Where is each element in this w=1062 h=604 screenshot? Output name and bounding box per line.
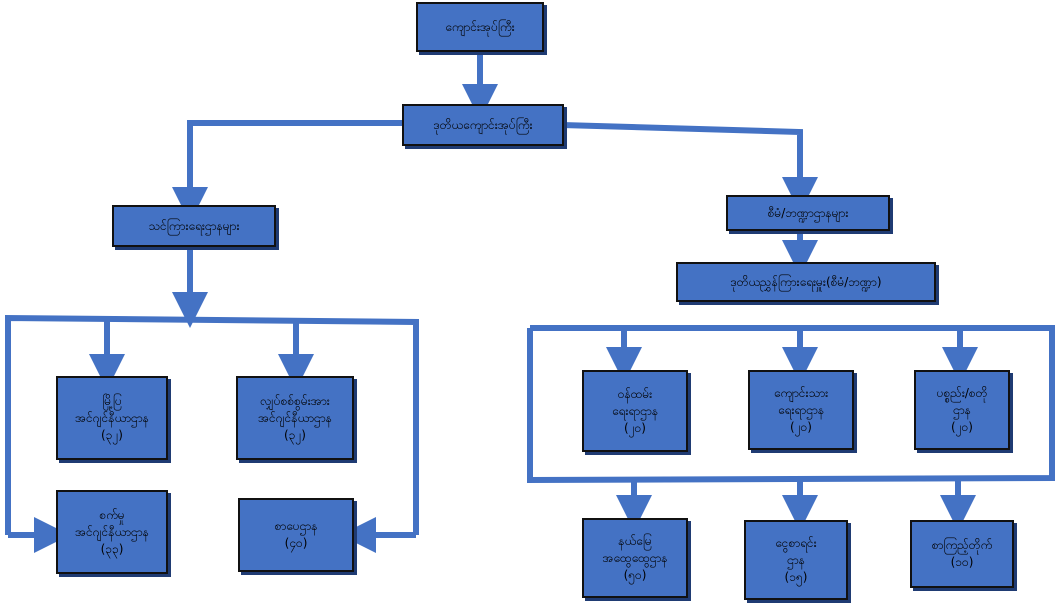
node-academic-departments: သင်ကြားရေးဌာနများ bbox=[112, 205, 276, 247]
node-deputy-principal: ဒုတိယကျောင်းအုပ်ကြီး bbox=[402, 104, 564, 146]
node-deputy-director-admin-label: ဒုတိယညွှန်ကြားရေးမှူး(စီမံ/ဘဏ္ဍာ) bbox=[730, 274, 882, 289]
arrow-deputy-to-academic bbox=[172, 120, 404, 223]
node-civil-engineering-label: မြို့ပြ အင်ဂျင်နီယာဌာန (၃၂) bbox=[75, 393, 149, 442]
node-accounts-department: ငွေစာရင်း ဌာန (၁၅) bbox=[744, 520, 848, 600]
node-student-affairs: ကျောင်းသား ရေးရာဌာန (၂၀) bbox=[748, 370, 854, 450]
node-library: စာကြည့်တိုက် (၁၀) bbox=[910, 520, 1014, 588]
node-land-general-department-label: နယ်မြေ အထွေထွေဌာန (၅၀) bbox=[602, 533, 668, 582]
node-civil-engineering: မြို့ပြ အင်ဂျင်နီယာဌာန (၃၂) bbox=[56, 376, 168, 460]
node-academic-departments-label: သင်ကြားရေးဌာနများ bbox=[148, 218, 240, 233]
node-principal: ကျောင်းအုပ်ကြီး bbox=[416, 2, 544, 52]
node-land-general-department: နယ်မြေ အထွေထွေဌာန (၅၀) bbox=[582, 518, 688, 598]
node-admin-finance-departments-label: စီမံ/ဘဏ္ဍာဌာနများ bbox=[767, 205, 849, 220]
node-staff-affairs: ဝန်ထမ်း ရေးရာဌာန (၂၀) bbox=[582, 370, 688, 452]
node-student-affairs-label: ကျောင်းသား ရေးရာဌာန (၂၀) bbox=[773, 385, 829, 434]
left-frame bbox=[5, 314, 419, 535]
node-store-department: ပစ္စည်း/စတို ဌာန (၂၀) bbox=[914, 370, 1010, 450]
arrow-deputy-to-business bbox=[561, 122, 818, 213]
node-mechanical-engineering-label: စက်မှု အင်ဂျင်နီယာဌာန (၃၃) bbox=[75, 507, 149, 556]
node-staff-affairs-label: ဝန်ထမ်း ရေးရာဌာန (၂၀) bbox=[611, 386, 659, 435]
node-deputy-director-admin: ဒုတိယညွှန်ကြားရေးမှူး(စီမံ/ဘဏ္ဍာ) bbox=[676, 262, 936, 302]
node-accounts-department-label: ငွေစာရင်း ဌာန (၁၅) bbox=[775, 535, 817, 584]
node-admin-finance-departments: စီမံ/ဘဏ္ဍာဌာနများ bbox=[726, 195, 890, 231]
node-electrical-power-engineering-label: လျှပ်စစ်စွမ်းအား အင်ဂျင်နီယာဌာန (၃၂) bbox=[258, 393, 332, 442]
node-store-department-label: ပစ္စည်း/စတို ဌာန (၂၀) bbox=[936, 385, 988, 434]
node-electrical-power-engineering: လျှပ်စစ်စွမ်းအား အင်ဂျင်နီယာဌာန (၃၂) bbox=[236, 376, 354, 460]
node-deputy-principal-label: ဒုတိယကျောင်းအုပ်ကြီး bbox=[433, 117, 533, 132]
node-library-label: စာကြည့်တိုက် (၁၀) bbox=[931, 538, 993, 569]
node-mechanical-engineering: စက်မှု အင်ဂျင်နီယာဌာန (၃၃) bbox=[56, 490, 168, 574]
node-principal-label: ကျောင်းအုပ်ကြီး bbox=[445, 19, 515, 34]
node-literature-department-label: စာပေဌာန (၄၀) bbox=[274, 519, 318, 550]
node-literature-department: စာပေဌာန (၄၀) bbox=[238, 498, 354, 572]
right-frame bbox=[527, 325, 1055, 484]
